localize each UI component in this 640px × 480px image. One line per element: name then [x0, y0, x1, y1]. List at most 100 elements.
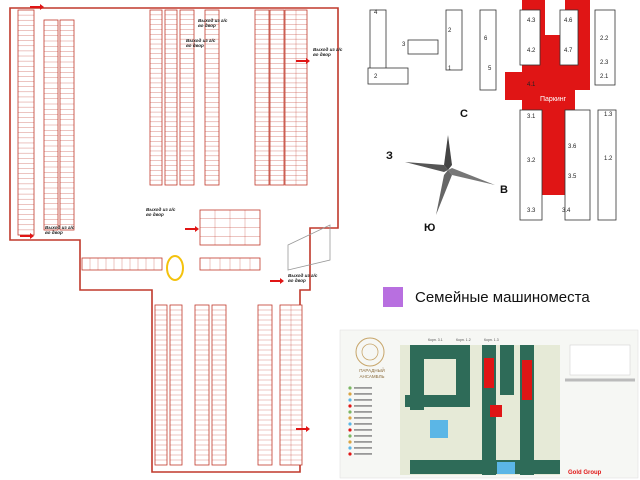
masterplan-title-line1: ПАРАДНЫЙ — [359, 368, 385, 373]
masterplan-legend-dot — [348, 428, 352, 432]
building-number-label: 4.6 — [564, 18, 573, 24]
promo-badge: Gold Group — [568, 470, 602, 476]
compass-south-point — [436, 170, 452, 215]
parking-outer-wall — [9, 7, 339, 473]
masterplan-legend-dot — [348, 404, 352, 408]
building-number-label: 3.2 — [527, 158, 536, 164]
legend-label: Семейные машиноместа — [415, 288, 590, 306]
masterplan-legend-line — [354, 393, 372, 395]
masterplan-legend-dot — [348, 416, 352, 420]
exit-label-e: Выход из а/с во двор — [45, 225, 75, 235]
compass-west: З — [386, 150, 393, 162]
masterplan-legend-line — [354, 435, 372, 437]
compass-north: С — [460, 108, 468, 120]
masterplan-legend-line — [354, 423, 372, 425]
masterplan-legend-line — [354, 387, 372, 389]
building-number-label: 1 — [448, 66, 452, 72]
legend-swatch — [383, 287, 403, 307]
building-number-label: 4.3 — [527, 18, 536, 24]
building-3-6 — [564, 109, 591, 221]
building-number-label: 1.2 — [604, 156, 613, 162]
corpus-label-1: Корп. 3.1 — [428, 338, 443, 342]
compass-west-point — [405, 162, 448, 172]
masterplan-legend-line — [354, 417, 372, 419]
masterplan-legend-dot — [348, 446, 352, 450]
exit-arrow-3 — [185, 226, 199, 232]
building-number-label: 4.7 — [564, 48, 573, 54]
exit-label-a: Выход из а/с во двор — [198, 18, 228, 28]
building-number-label: 1.3 — [604, 112, 613, 118]
masterplan-highlight-2 — [490, 405, 502, 417]
masterplan-legend-dot — [348, 422, 352, 426]
masterplan-title-line2: АНСАМБЛЬ — [359, 374, 385, 379]
exit-label-c: Выход из а/с во двор — [313, 47, 343, 57]
building-4 — [369, 9, 387, 71]
building-number-label: 2.1 — [600, 74, 609, 80]
building-number-label: 2 — [448, 28, 452, 34]
masterplan-pool-1 — [430, 420, 448, 438]
masterplan-legend-line — [354, 411, 372, 413]
masterplan-schedule-table — [569, 344, 631, 376]
exit-arrow-1 — [30, 4, 44, 10]
masterplan-legend-line — [354, 405, 372, 407]
masterplan-legend-dot — [348, 440, 352, 444]
exit-arrow-4 — [296, 58, 310, 64]
exit-arrow-5 — [270, 278, 284, 284]
masterplan-legend-line — [354, 441, 372, 443]
exit-arrow-6 — [296, 426, 310, 432]
masterplan-logo-inner — [361, 343, 379, 361]
masterplan-building-2 — [456, 345, 470, 405]
masterplan-legend-dot — [348, 386, 352, 390]
masterplan-legend-dot — [348, 392, 352, 396]
compass-north-point — [444, 135, 452, 170]
masterplan-highlight-1 — [522, 360, 532, 400]
building-number-label: 4.2 — [527, 48, 536, 54]
exit-label-b: Выход из а/с во двор — [186, 38, 216, 48]
masterplan-legend-line — [354, 447, 372, 449]
building-number-label: 4.1 — [527, 82, 536, 88]
building-4-6 — [559, 9, 579, 66]
building-3 — [407, 39, 439, 55]
building-2-3 — [367, 67, 409, 85]
compass-east-point — [448, 168, 495, 185]
exit-label-f: Выход из а/с во двор — [288, 273, 318, 283]
building-3-2 — [519, 109, 543, 221]
building-number-label: 3.4 — [562, 208, 571, 214]
exit-arrow-2 — [20, 233, 34, 239]
building-number-label: 4 — [374, 10, 378, 16]
masterplan-building-6 — [410, 460, 560, 474]
compass-east: В — [500, 184, 508, 196]
building-number-label: 2 — [374, 74, 378, 80]
building-number-label: 3.6 — [568, 144, 577, 150]
building-number-label: 3 — [402, 42, 406, 48]
masterplan-legend-line — [354, 399, 372, 401]
building-1-2 — [597, 109, 617, 221]
masterplan-legend-line — [354, 429, 372, 431]
corpus-label-2: Корп. 1.2 — [456, 338, 471, 342]
masterplan-building-1 — [410, 345, 424, 410]
compass-south: Ю — [424, 222, 436, 234]
building-6 — [479, 9, 497, 91]
building-number-label: 5 — [488, 66, 492, 72]
masterplan-legend-line — [354, 453, 372, 455]
masterplan-logo — [355, 337, 385, 367]
masterplan-legend-dot — [348, 452, 352, 456]
masterplan-legend-dot — [348, 410, 352, 414]
masterplan-building-7 — [405, 395, 470, 407]
corpus-label-3: Корп. 1.3 — [484, 338, 499, 342]
building-number-label: 3.3 — [527, 208, 536, 214]
exit-label-d: Выход из а/с во двор — [146, 207, 176, 217]
building-number-label: 3.5 — [568, 174, 577, 180]
masterplan-highlight-0 — [484, 358, 494, 388]
building-2 — [445, 9, 463, 71]
highlighted-spot-marker — [166, 255, 184, 281]
masterplan-title: ПАРАДНЫЙ АНСАМБЛЬ — [352, 368, 392, 380]
building-number-label: 3.1 — [527, 114, 536, 120]
masterplan-legend-dot — [348, 398, 352, 402]
building-4-3 — [519, 9, 541, 66]
building-2-2 — [594, 9, 616, 86]
building-number-label: 2.2 — [600, 36, 609, 42]
masterplan-legend-dot — [348, 434, 352, 438]
